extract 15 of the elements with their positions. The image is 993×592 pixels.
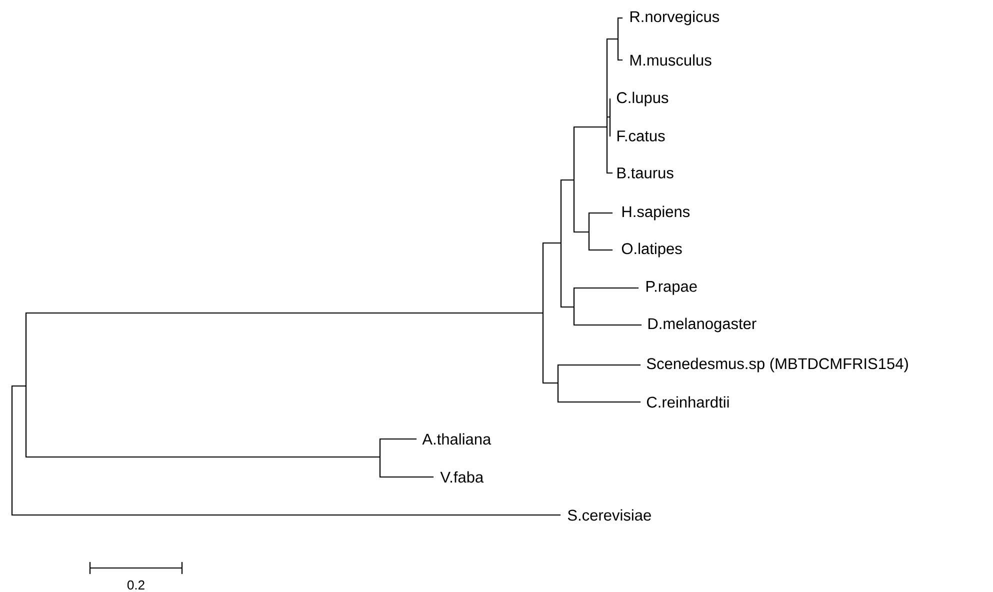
taxon-label: F.catus [617,130,665,142]
taxon-label: P.rapae [646,281,697,295]
taxon-label: A.thaliana [422,433,492,445]
taxon-label: B.taurus [617,168,674,178]
taxon-label: R.norvegicus [630,10,720,26]
taxon-label: C.lupus [617,92,668,106]
taxon-label: S.cerevisiae [568,509,651,521]
taxon-label: D.melanogaster [648,318,756,332]
taxon-label: O.latipes [622,242,682,258]
taxon-label: H.sapiens [622,206,690,220]
taxon-label: C.reinhardtii [647,396,729,408]
taxon-label: Scenedesmus.sp (MBTDCMFRIS154) [646,358,908,372]
taxon-label: V.faba [440,471,484,483]
scale-label: 0.2 [127,580,144,590]
taxon-label: M.musculus [630,54,712,66]
